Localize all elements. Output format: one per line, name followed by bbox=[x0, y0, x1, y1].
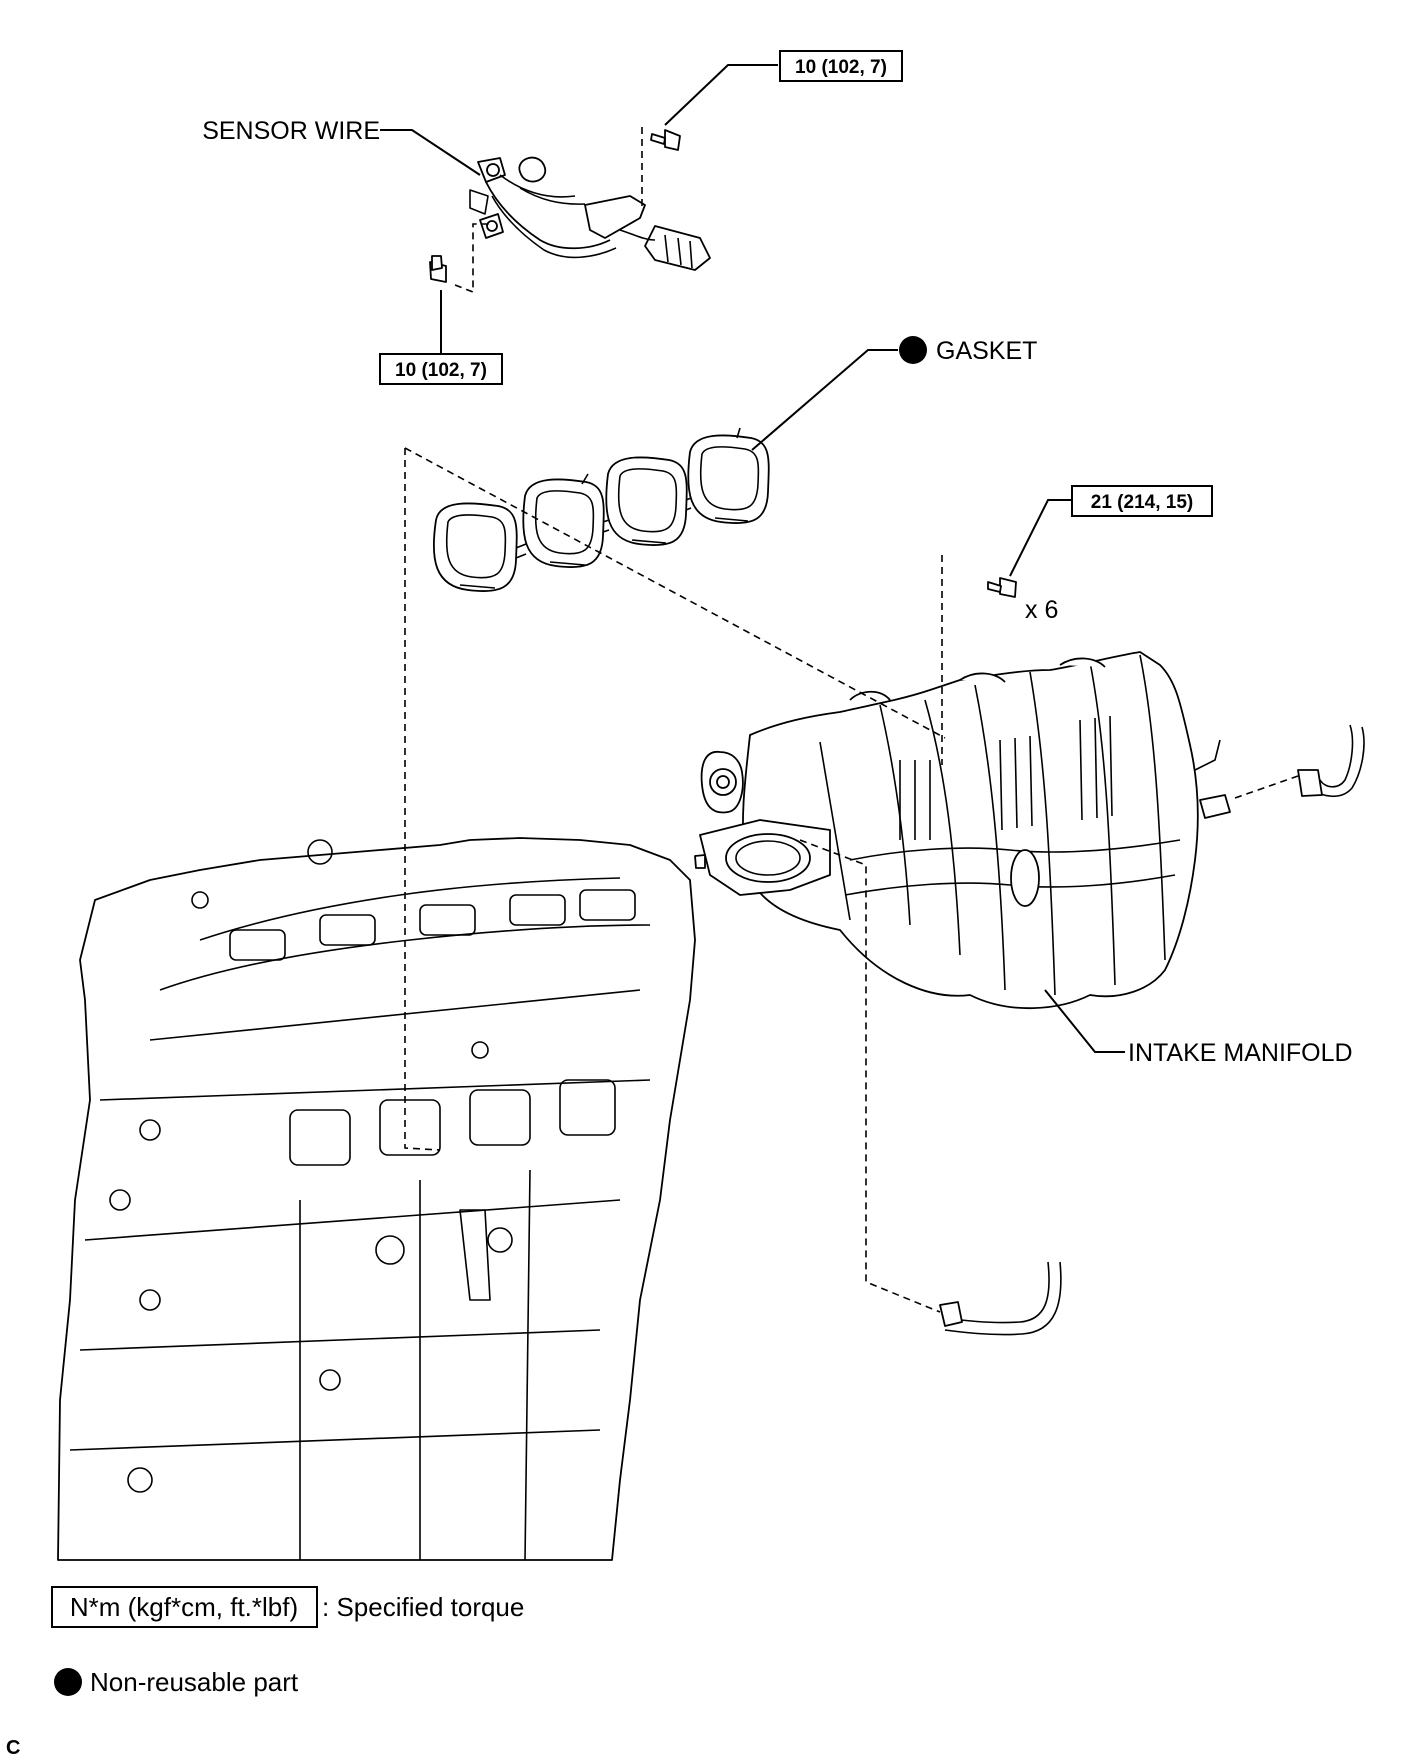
sensor-wire-label: SENSOR WIRE bbox=[202, 117, 380, 145]
sensor-bolt-bottom-drawing bbox=[429, 255, 447, 283]
legend-torque-units: N*m (kgf*cm, ft.*lbf) bbox=[70, 1592, 298, 1622]
legend-nonreusable-dot bbox=[54, 1668, 82, 1696]
hose-bottom-drawing bbox=[939, 1261, 1062, 1336]
legend-torque-box bbox=[51, 1586, 318, 1628]
torque-box-sensor-bottom bbox=[379, 353, 503, 385]
corner-mark: C bbox=[6, 1737, 20, 1759]
legend: N*m (kgf*cm, ft.*lbf) : Specified torque… bbox=[51, 1586, 524, 1697]
gasket-label: GASKET bbox=[936, 337, 1037, 365]
torque-box-manifold bbox=[1071, 485, 1213, 517]
manifold-bolt-drawing bbox=[987, 577, 1017, 598]
bolt-count-label: x 6 bbox=[1025, 596, 1058, 624]
gasket-drawing bbox=[432, 427, 770, 592]
intake-manifold-label: INTAKE MANIFOLD bbox=[1128, 1039, 1353, 1067]
legend-nonreusable-desc: Non-reusable part bbox=[90, 1667, 299, 1697]
torque-manifold: 21 (214, 15) bbox=[1091, 492, 1193, 513]
nonreusable-dot-gasket bbox=[899, 336, 927, 364]
torque-sensor-top: 10 (102, 7) bbox=[795, 57, 887, 78]
engine-block-drawing bbox=[57, 837, 696, 1561]
hose-right-drawing bbox=[1297, 724, 1365, 798]
intake-manifold-drawing bbox=[694, 651, 1231, 1010]
torque-box-sensor-top bbox=[779, 50, 903, 82]
sensor-bolt-top-drawing bbox=[650, 129, 681, 151]
legend-torque-desc: : Specified torque bbox=[322, 1592, 524, 1622]
torque-sensor-bottom: 10 (102, 7) bbox=[395, 360, 487, 381]
sensor-wire-drawing bbox=[469, 156, 711, 271]
